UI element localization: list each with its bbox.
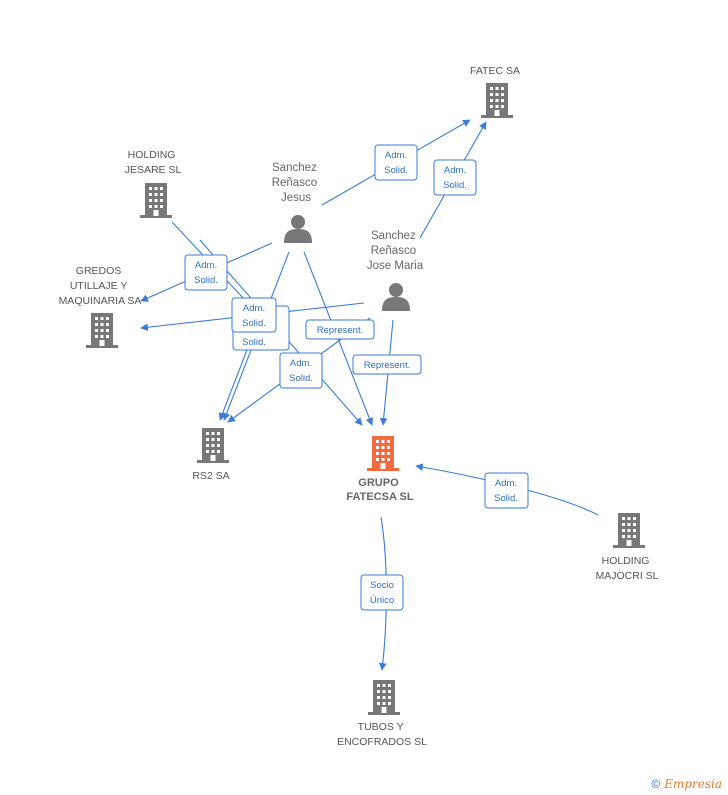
footer-brand[interactable]: ©Empresia: [651, 777, 722, 791]
svg-text:Adm.Solid.: Adm.Solid.: [443, 165, 467, 191]
node-label: MAQUINARIA SA: [59, 295, 142, 307]
node-grupo-fatecsa[interactable]: GRUPO FATECSA SL: [346, 436, 414, 503]
svg-text:Represent.: Represent.: [317, 325, 363, 336]
svg-text:GREDOS UTILLAJE Y: GREDOS UTILLAJE Y MAQUINARIA SA: [59, 265, 142, 307]
relation-label-r3[interactable]: Adm.Solid.: [184, 254, 228, 291]
node-label: RS2 SA: [192, 470, 229, 482]
person-label: Sanchez: [272, 162, 317, 174]
node-label: FATEC SA: [470, 65, 520, 77]
node-holding-jesare[interactable]: HOLDING JESARE SL: [125, 149, 182, 218]
node-label: GRUPO: [358, 477, 399, 489]
person-label: Reñasco: [272, 177, 317, 189]
relation-label-r8[interactable]: Represent.: [352, 354, 422, 375]
brand-logo: Empresia: [664, 777, 722, 791]
svg-text:Adm.Solid.: Adm.Solid.: [289, 358, 313, 384]
node-label: UTILLAJE Y: [70, 280, 128, 292]
relation-label-r7[interactable]: Represent.: [305, 319, 375, 340]
svg-text:Adm.Solid.: Adm.Solid.: [194, 260, 218, 286]
svg-text:HOLDING MAJOCRI SL: HOLDING MAJOCRI SL: [595, 555, 658, 582]
svg-text:Adm.Solid.: Adm.Solid.: [494, 478, 518, 504]
svg-text:RS2 SA: RS2 SA: [192, 470, 229, 482]
relation-label-r2[interactable]: Adm.Solid.: [433, 159, 477, 196]
building-icon: [197, 428, 229, 463]
relation-label-r1[interactable]: Adm.Solid.: [374, 144, 418, 181]
building-icon: [367, 436, 399, 471]
node-label: JESARE SL: [125, 164, 182, 176]
node-tubos[interactable]: TUBOS Y ENCOFRADOS SL: [337, 680, 427, 748]
relation-label-r6[interactable]: Adm.Solid.: [279, 352, 323, 389]
svg-text:Sanchez Reñasco Jo: Sanchez Reñasco Jose Maria: [367, 230, 424, 272]
node-fatec[interactable]: FATEC SA: [470, 65, 520, 118]
node-label: TUBOS Y: [358, 721, 404, 733]
person-label: Reñasco: [371, 245, 416, 257]
svg-text:Represent.: Represent.: [364, 360, 410, 371]
svg-text:Adm.Solid.: Adm.Solid.: [384, 150, 408, 176]
svg-text:TUBOS Y ENCOFRADOS SL: TUBOS Y ENCOFRADOS SL: [337, 721, 427, 748]
person-icon: [284, 215, 312, 243]
person-label: Sanchez: [371, 230, 416, 242]
copyright-icon: ©: [651, 777, 661, 791]
node-label: ENCOFRADOS SL: [337, 736, 427, 748]
person-jesus[interactable]: Sanchez Reñasco Jesus: [272, 162, 321, 243]
node-gredos[interactable]: GREDOS UTILLAJE Y MAQUINARIA SA: [59, 265, 142, 348]
building-icon: [481, 83, 513, 118]
node-rs2[interactable]: RS2 SA: [192, 428, 230, 482]
node-holding-majocri[interactable]: HOLDING MAJOCRI SL: [595, 513, 659, 582]
building-icon: [86, 313, 118, 348]
svg-text:Solid.: Solid.: [242, 337, 266, 348]
node-label: MAJOCRI SL: [595, 570, 658, 582]
svg-text:Sanchez Reñasco Je: Sanchez Reñasco Jesus: [272, 162, 321, 204]
person-label: Jose Maria: [367, 260, 424, 272]
node-label: GREDOS: [76, 265, 122, 277]
relation-label-r9[interactable]: Adm.Solid.: [484, 472, 529, 509]
node-label: HOLDING: [128, 149, 176, 161]
svg-text:GRUPO FATECSA SL: GRUPO FATECSA SL: [346, 477, 414, 503]
svg-text:FATEC SA: FATEC SA: [470, 65, 520, 77]
svg-text:Adm.Solid.: Adm.Solid.: [242, 303, 266, 329]
person-label: Jesus: [281, 192, 311, 204]
person-icon: [382, 283, 410, 311]
building-icon: [140, 183, 172, 218]
building-icon: [613, 513, 645, 548]
node-label: FATECSA SL: [346, 491, 414, 503]
svg-text:HOLDING JESARE SL: HOLDING JESARE SL: [125, 149, 182, 176]
node-label: HOLDING: [602, 555, 650, 567]
relation-label-r4[interactable]: Adm.Solid.: [231, 297, 277, 333]
building-icon: [368, 680, 400, 715]
person-jose-maria[interactable]: Sanchez Reñasco Jose Maria: [367, 230, 424, 311]
